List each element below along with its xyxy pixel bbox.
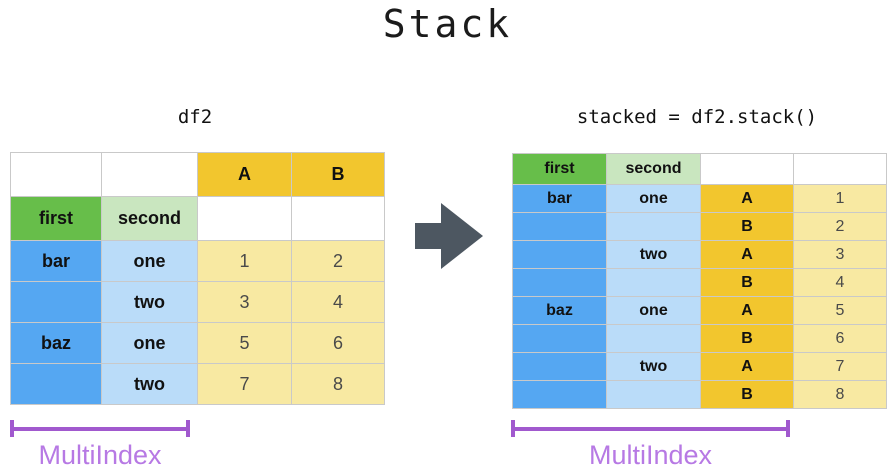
table-cell-empty (10, 363, 102, 405)
table-cell-empty (700, 153, 794, 185)
table-cell-empty (512, 240, 607, 269)
table-cell: one (101, 322, 198, 364)
table-cell: second (101, 196, 198, 241)
table-cell: 3 (197, 281, 292, 323)
bracket-bar (10, 427, 190, 431)
table-cell-empty (101, 152, 198, 197)
table-cell: 7 (793, 352, 887, 381)
table-cell-empty (291, 196, 385, 241)
table-cell: A (700, 184, 794, 213)
table-cell: B (700, 380, 794, 409)
table-cell: 2 (793, 212, 887, 241)
table-cell-empty (793, 153, 887, 185)
table-cell: 8 (291, 363, 385, 405)
table-cell: A (700, 352, 794, 381)
table-cell: bar (10, 240, 102, 282)
table-cell: bar (512, 184, 607, 213)
table-cell-empty (10, 281, 102, 323)
table-cell: 3 (793, 240, 887, 269)
bracket-cap-right (786, 420, 790, 437)
table-cell-empty (512, 352, 607, 381)
table-cell-empty (606, 212, 701, 241)
table-cell: 1 (197, 240, 292, 282)
table-cell: A (197, 152, 292, 197)
table-cell: second (606, 153, 701, 185)
table-cell: two (606, 352, 701, 381)
table-cell-empty (10, 152, 102, 197)
table-cell: 8 (793, 380, 887, 409)
table-cell: B (700, 268, 794, 297)
multiindex-label-right: MultiIndex (588, 440, 713, 469)
table-cell: 5 (793, 296, 887, 325)
table-cell: two (606, 240, 701, 269)
multiindex-bracket-left (10, 420, 190, 437)
table-cell: 6 (291, 322, 385, 364)
arrow-tail (415, 223, 443, 249)
table-cell: first (512, 153, 607, 185)
table-cell: baz (10, 322, 102, 364)
table-cell-empty (197, 196, 292, 241)
table-cell: B (291, 152, 385, 197)
table-cell: 5 (197, 322, 292, 364)
stacked-code-label: stacked = df2.stack() (576, 106, 818, 128)
table-cell-empty (606, 268, 701, 297)
table-cell-empty (512, 380, 607, 409)
table-cell-empty (512, 324, 607, 353)
table-cell: two (101, 363, 198, 405)
table-cell-empty (512, 212, 607, 241)
bracket-bar (511, 427, 790, 431)
multiindex-bracket-right (511, 420, 790, 437)
table-cell-empty (512, 268, 607, 297)
arrow-right-icon (415, 203, 483, 269)
table-cell: 4 (291, 281, 385, 323)
table-cell-empty (606, 380, 701, 409)
table-cell: 2 (291, 240, 385, 282)
table-cell: B (700, 324, 794, 353)
table-cell: 6 (793, 324, 887, 353)
page-title: Stack (382, 2, 513, 46)
multiindex-label-left: MultiIndex (38, 440, 162, 469)
table-cell: one (606, 296, 701, 325)
table-cell: B (700, 212, 794, 241)
table-cell-empty (606, 324, 701, 353)
table-cell: one (101, 240, 198, 282)
table-cell: 4 (793, 268, 887, 297)
table-cell: A (700, 296, 794, 325)
table-cell: baz (512, 296, 607, 325)
bracket-cap-right (186, 420, 190, 437)
table-cell: first (10, 196, 102, 241)
table-cell: A (700, 240, 794, 269)
arrow-head (441, 203, 483, 269)
table-cell: 1 (793, 184, 887, 213)
df2-label: df2 (177, 106, 213, 128)
table-cell: one (606, 184, 701, 213)
table-cell: 7 (197, 363, 292, 405)
table-cell: two (101, 281, 198, 323)
